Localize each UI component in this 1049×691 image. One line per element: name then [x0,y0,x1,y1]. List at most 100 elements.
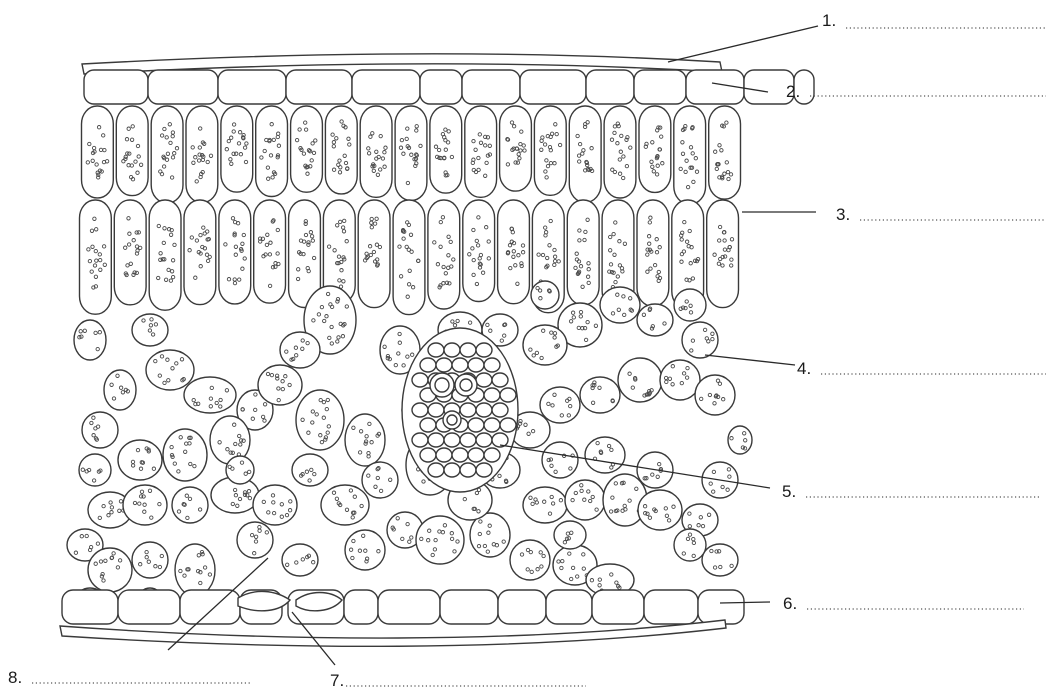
leader-line-4 [705,355,795,365]
vascular-cell [492,403,508,417]
palisade-cell [221,106,253,192]
epidermal-cell [378,590,440,624]
vascular-cell [444,343,460,357]
label-6-number: 6. [783,594,797,613]
spongy-cell [175,544,215,596]
label-4-number: 4. [797,359,811,378]
label-7-number: 7. [330,671,344,690]
vascular-cell [420,358,436,372]
palisade-cell [358,200,390,308]
epidermal-cell [520,70,586,104]
spongy-cell [253,485,297,525]
epidermal-cell [62,590,118,624]
label-2-number: 2. [786,82,800,101]
palisade-cell [465,106,497,197]
palisade-cell [80,200,112,314]
vascular-cell [444,433,460,447]
epidermal-cell [420,70,462,104]
spongy-cell [118,440,162,480]
vascular-cell [428,463,444,477]
spongy-cell [296,390,344,450]
vascular-cell [500,388,516,402]
epidermal-cell [498,590,546,624]
label-7: 7. [330,671,586,690]
vascular-cell [444,463,460,477]
vascular-cell [452,358,468,372]
spongy-cell [163,429,207,481]
epidermal-cell [634,70,686,104]
spongy-cell [702,544,738,576]
spongy-cell [660,360,700,400]
label-8-number: 8. [8,668,22,687]
xylem-vessel [455,374,477,396]
spongy-cell [362,462,398,498]
spongy-cell [292,454,328,486]
palisade-cell [604,106,636,198]
label-5: 5. [782,482,1040,501]
palisade-cell [569,106,601,202]
spongy-cell [132,542,168,578]
vascular-cell [428,343,444,357]
vascular-cell [476,373,492,387]
palisade-cell [534,106,566,195]
vascular-bundle [402,328,518,492]
vascular-cell [452,448,468,462]
palisade-cell [430,106,462,193]
epidermal-cell [546,590,592,624]
palisade-cell [709,106,741,199]
spongy-cell [226,456,254,484]
palisade-cell [707,200,739,308]
spongy-cell [565,480,605,520]
vascular-cell [476,403,492,417]
vascular-cell [492,433,508,447]
label-1: 1. [822,11,1046,30]
vascular-cell [492,373,508,387]
palisade-cell [219,200,251,304]
vascular-cell [412,433,428,447]
vascular-cell [476,433,492,447]
spongy-cell [132,314,168,346]
vascular-cell [484,358,500,372]
palisade-cell [116,106,148,196]
vascular-cell [460,433,476,447]
spongy-cell [554,521,586,549]
epidermal-cell [84,70,148,104]
palisade-cell [393,200,425,315]
spongy-cell [280,332,320,368]
spongy-cell [531,281,559,309]
spongy-cell [237,522,273,558]
spongy-cell [146,350,194,390]
label-1-number: 1. [822,11,836,30]
epidermal-cell [218,70,286,104]
vascular-cell [476,463,492,477]
spongy-cell [540,387,580,423]
spongy-cell [184,377,236,413]
spongy-cell [79,454,111,486]
spongy-cell [345,530,385,570]
spongy-cell [104,370,136,410]
spongy-cell [258,365,302,405]
epidermal-cell [180,590,240,624]
spongy-cell [600,287,640,323]
palisade-cell [567,200,599,305]
spongy-cell [618,358,662,402]
lower-epidermis [62,590,744,624]
palisade-cell [639,106,671,192]
vascular-cell [428,403,444,417]
xylem-vessel [443,411,461,429]
spongy-cell [123,485,167,525]
label-4: 4. [797,359,1046,378]
epidermal-cell [440,590,498,624]
xylem-vessel [430,373,454,397]
palisade-cell [360,106,392,197]
vascular-cell [484,418,500,432]
spongy-cell [282,544,318,576]
epidermal-cell [352,70,420,104]
epidermal-cell [118,590,180,624]
spongy-cell [580,377,620,413]
spongy-cell [416,516,464,564]
vascular-cell [484,388,500,402]
palisade-cell [637,200,669,306]
vascular-cell [460,343,476,357]
